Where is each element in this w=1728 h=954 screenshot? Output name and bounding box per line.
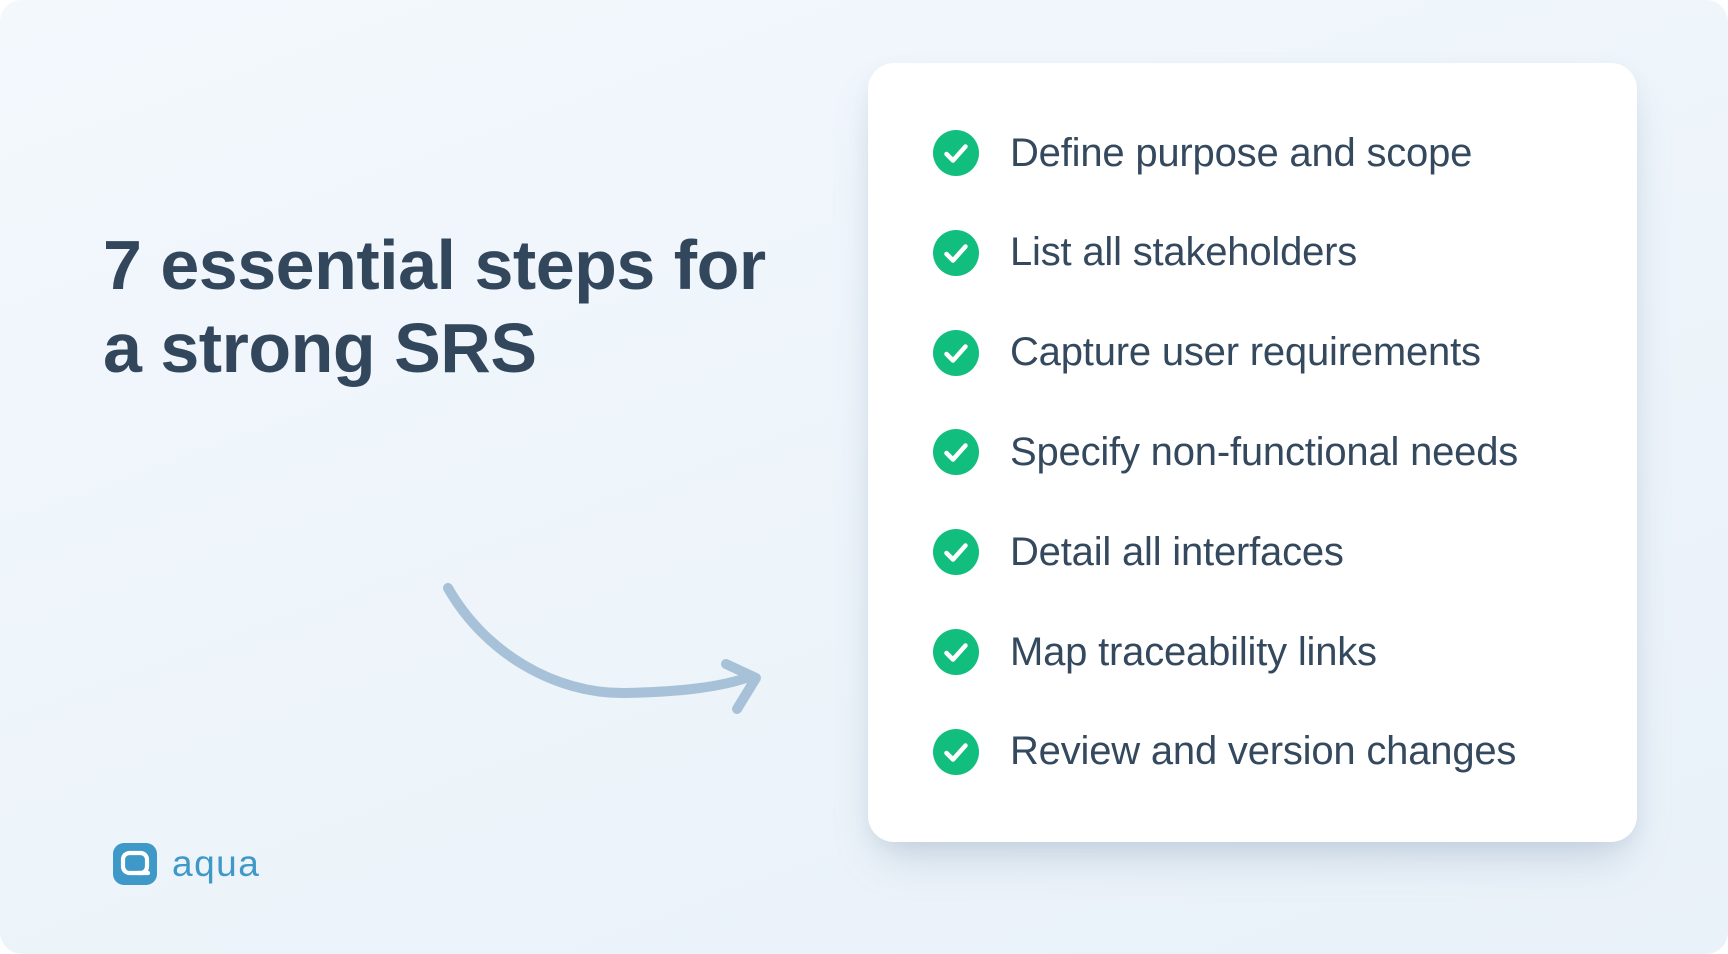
checklist-card: Define purpose and scope List all stakeh…	[868, 63, 1637, 842]
list-item-label: Map traceability links	[1010, 629, 1377, 674]
list-item-label: Detail all interfaces	[1010, 529, 1344, 574]
check-circle-icon	[933, 429, 979, 476]
list-item: Map traceability links	[933, 628, 1597, 676]
list-item-label: List all stakeholders	[1010, 230, 1358, 275]
list-item: Capture user requirements	[933, 329, 1597, 377]
check-circle-icon	[933, 728, 979, 775]
check-circle-icon	[933, 329, 979, 376]
check-circle-icon	[933, 629, 979, 676]
list-item: Review and version changes	[933, 728, 1597, 776]
list-item-label: Specify non-functional needs	[1010, 429, 1519, 474]
aqua-logo: aqua	[113, 843, 260, 885]
aqua-logo-icon	[113, 843, 157, 885]
check-circle-icon	[933, 229, 979, 276]
list-item: Detail all interfaces	[933, 528, 1597, 576]
curved-arrow-icon	[440, 568, 770, 718]
list-item-label: Define purpose and scope	[1010, 130, 1473, 175]
list-item: List all stakeholders	[933, 229, 1597, 277]
check-circle-icon	[933, 529, 979, 576]
list-item: Specify non-functional needs	[933, 428, 1597, 476]
list-item-label: Review and version changes	[1010, 729, 1517, 774]
list-item-label: Capture user requirements	[1010, 330, 1481, 375]
aqua-logo-text: aqua	[172, 843, 261, 884]
page-title: 7 essential steps for a strong SRS	[103, 226, 766, 388]
check-circle-icon	[933, 130, 979, 176]
list-item: Define purpose and scope	[933, 129, 1597, 177]
